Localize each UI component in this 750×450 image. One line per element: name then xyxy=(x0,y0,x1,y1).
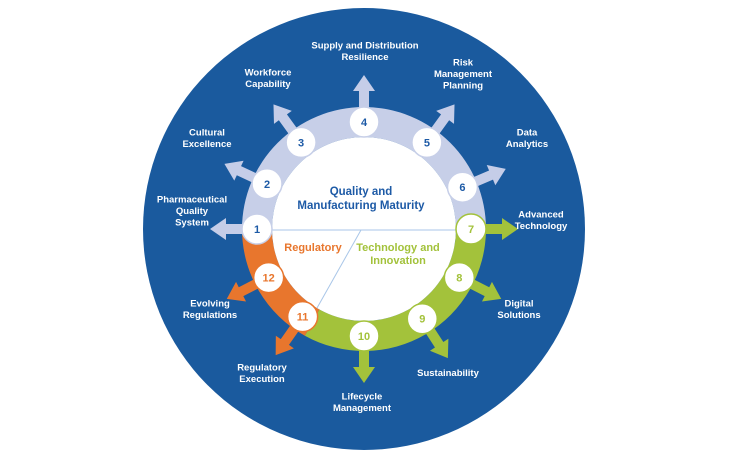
node-7: 7 xyxy=(455,213,487,245)
arrow-2 xyxy=(224,160,261,185)
node-circle xyxy=(411,126,443,159)
node-9: 9 xyxy=(406,302,439,335)
node-number: 11 xyxy=(297,312,309,324)
center-white-circle xyxy=(272,137,456,321)
arrow-4 xyxy=(353,75,375,113)
label-line: Risk xyxy=(453,58,474,69)
label-node-9: Sustainability xyxy=(417,368,479,379)
label-line: Management xyxy=(333,403,392,414)
node-circle xyxy=(348,106,380,138)
label-line: Data xyxy=(517,127,538,138)
label-line: Lifecycle xyxy=(342,391,383,402)
node-number: 2 xyxy=(264,179,270,191)
arrow-10 xyxy=(353,345,375,383)
node-circle xyxy=(285,126,317,159)
node-number: 5 xyxy=(424,137,430,149)
label-line: Resilience xyxy=(342,52,389,63)
label-line: Advanced xyxy=(518,209,564,220)
node-number: 6 xyxy=(459,182,465,194)
node-circle xyxy=(241,213,273,245)
node-2: 2 xyxy=(251,168,283,200)
label-line: Cultural xyxy=(189,127,225,138)
label-line: Analytics xyxy=(506,139,548,150)
technology-title-line1: Technology and xyxy=(356,242,440,254)
node-circle xyxy=(252,261,285,294)
label-line: Management xyxy=(434,69,493,80)
node-number: 12 xyxy=(263,273,275,285)
label-line: Sustainability xyxy=(417,368,479,379)
label-line: Capability xyxy=(245,79,291,90)
node-8: 8 xyxy=(443,261,476,294)
arrow-8 xyxy=(465,277,502,302)
node-12: 12 xyxy=(252,261,285,294)
label-line: Technology xyxy=(515,221,568,232)
center-title-line2: Manufacturing Maturity xyxy=(297,200,425,212)
label-line: Solutions xyxy=(497,310,540,321)
node-number: 3 xyxy=(298,137,304,149)
node-number: 10 xyxy=(358,331,370,343)
label-line: Digital xyxy=(504,298,533,309)
node-circle xyxy=(455,213,487,245)
node-number: 7 xyxy=(468,224,474,236)
ring-segment-technology xyxy=(304,229,486,351)
label-line: Workforce xyxy=(245,67,292,78)
node-circle xyxy=(443,261,476,294)
node-number: 1 xyxy=(254,224,260,236)
technology-title-line2: Innovation xyxy=(370,255,426,267)
node-number: 4 xyxy=(361,117,368,129)
node-4: 4 xyxy=(348,106,380,138)
label-line: Supply and Distribution xyxy=(311,40,418,51)
node-circle xyxy=(348,320,380,352)
label-line: System xyxy=(175,218,209,229)
node-6: 6 xyxy=(446,171,479,203)
node-11: 11 xyxy=(286,300,319,333)
arrow-12 xyxy=(226,277,263,302)
label-line: Evolving xyxy=(190,298,230,309)
center-title-line1: Quality and xyxy=(330,186,393,198)
node-circle xyxy=(446,171,479,203)
label-line: Pharmaceutical xyxy=(157,195,227,206)
arrow-6 xyxy=(468,164,506,189)
node-1: 1 xyxy=(241,213,273,245)
node-circle xyxy=(406,302,439,335)
label-line: Regulations xyxy=(183,310,237,321)
arrow-7 xyxy=(480,218,518,240)
label-line: Execution xyxy=(239,374,285,385)
center-layer: Quality and Manufacturing Maturity Regul… xyxy=(272,137,456,321)
label-line: Planning xyxy=(443,81,483,92)
regulatory-title: Regulatory xyxy=(284,242,342,254)
node-number: 9 xyxy=(419,314,425,326)
label-line: Excellence xyxy=(182,139,231,150)
node-number: 8 xyxy=(456,273,462,285)
divider-diagonal xyxy=(316,229,362,309)
node-3: 3 xyxy=(285,126,317,159)
arrow-1 xyxy=(210,218,248,240)
label-line: Regulatory xyxy=(237,362,287,373)
node-circle xyxy=(286,300,319,333)
node-circle xyxy=(251,168,283,200)
label-line: Quality xyxy=(176,206,209,217)
node-10: 10 xyxy=(348,320,380,352)
node-5: 5 xyxy=(411,126,443,159)
